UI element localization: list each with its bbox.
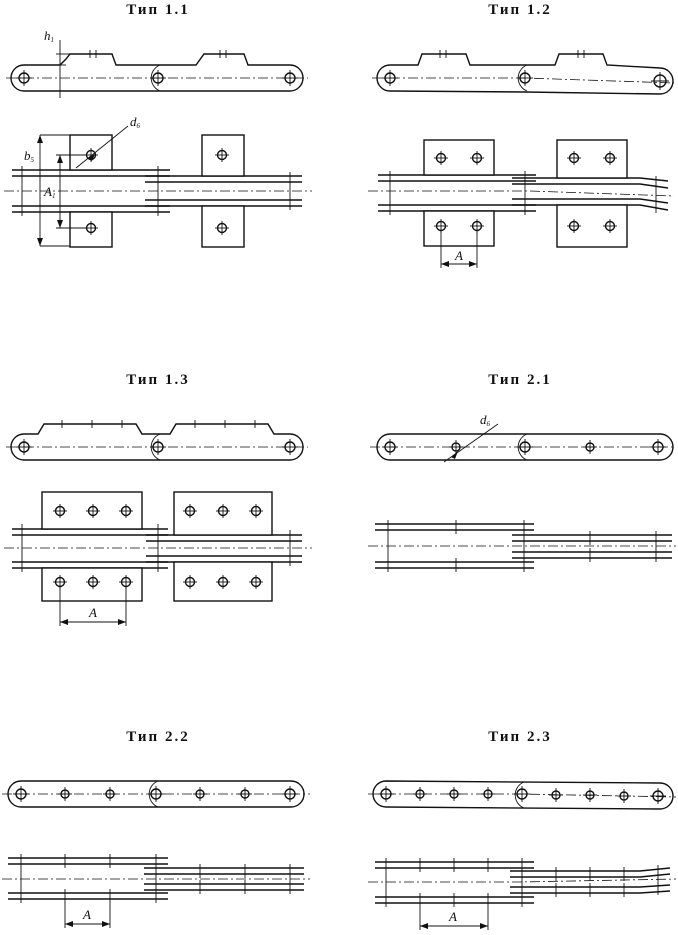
dim-label-a: A [448, 909, 457, 924]
bolt-hole-icon [183, 504, 197, 518]
attachment-plate [41, 491, 143, 530]
dim-label-d6: d6 [480, 412, 491, 428]
title-type-1-2: Тип 1.2 [488, 2, 551, 18]
bolt-hole-icon [86, 504, 100, 518]
bolt-hole-icon [215, 221, 229, 235]
pin-icon [13, 786, 29, 802]
title-type-2-1: Тип 2.1 [488, 372, 551, 388]
bolt-hole-icon [103, 787, 117, 801]
pin-icon [517, 439, 533, 455]
bolt-hole-icon [470, 219, 484, 233]
title-type-1-3: Тип 1.3 [126, 372, 189, 388]
bolt-hole-icon [481, 787, 495, 801]
bolt-hole-icon [249, 575, 263, 589]
pin-icon [650, 439, 666, 455]
dim-label-a: A [454, 248, 463, 263]
dim-label-d6: d6 [130, 114, 141, 130]
type-2-1-side-view: d6 [370, 412, 676, 463]
bolt-hole-icon [549, 788, 563, 802]
bolt-hole-icon [216, 575, 230, 589]
bolt-hole-icon [583, 788, 597, 802]
pin-icon [148, 786, 164, 802]
bolt-hole-icon [449, 440, 463, 454]
type-2-3-side-view [368, 780, 677, 810]
bolt-hole-icon [58, 787, 72, 801]
bolt-hole-icon [84, 221, 98, 235]
bolt-hole-icon [86, 575, 100, 589]
bolt-hole-icon [434, 219, 448, 233]
bolt-hole-icon [470, 151, 484, 165]
type-1-3-top-view: A [4, 491, 312, 626]
type-1-2-top-view: A [368, 139, 675, 268]
bolt-hole-icon [567, 151, 581, 165]
type-2-2-top-view: A [2, 854, 310, 928]
dim-label-h1: h1 [44, 28, 54, 44]
pin-icon [16, 70, 32, 86]
pin-icon [514, 786, 530, 802]
bolt-hole-icon [434, 151, 448, 165]
type-1-1-top-view: b5 A1 d6 [4, 114, 312, 248]
pin-icon [150, 439, 166, 455]
dim-label-a1: A1 [43, 184, 55, 200]
bolt-hole-icon [249, 504, 263, 518]
title-type-2-2: Тип 2.2 [126, 729, 189, 745]
bolt-hole-icon [119, 504, 133, 518]
attachment-plate [556, 139, 628, 179]
pin-icon [382, 439, 398, 455]
bolt-hole-icon [617, 789, 631, 803]
type-1-1-side-view: h1 [6, 28, 308, 98]
attachment-plate [201, 205, 245, 248]
bolt-hole-icon [119, 575, 133, 589]
attachment-plate [41, 567, 143, 602]
title-type-1-1: Тип 1.1 [126, 2, 189, 18]
type-1-2-side-view [372, 50, 675, 95]
bolt-hole-icon [183, 575, 197, 589]
dim-label-a: A [88, 605, 97, 620]
dim-label-b5: b5 [24, 148, 35, 164]
pin-icon [16, 439, 32, 455]
pin-icon [382, 70, 398, 86]
bolt-hole-icon [216, 504, 230, 518]
pin-icon [517, 70, 533, 86]
type-2-2-side-view [2, 780, 310, 808]
pin-icon [282, 439, 298, 455]
type-2-1-top-view [368, 520, 676, 572]
pin-icon [378, 786, 394, 802]
bolt-hole-icon [413, 787, 427, 801]
attachment-plate [69, 134, 113, 171]
bolt-hole-icon [603, 151, 617, 165]
pin-icon [150, 70, 166, 86]
pin-icon [282, 786, 298, 802]
bolt-hole-icon [215, 148, 229, 162]
title-type-2-3: Тип 2.3 [488, 729, 551, 745]
type-1-3-side-view [6, 420, 308, 461]
pin-icon [282, 70, 298, 86]
bolt-hole-icon [53, 575, 67, 589]
pin-icon [650, 788, 666, 804]
bolt-hole-icon [193, 787, 207, 801]
bolt-hole-icon [53, 504, 67, 518]
bolt-hole-icon [583, 440, 597, 454]
attachment-plate [423, 139, 495, 176]
attachment-plate [201, 134, 245, 177]
bolt-hole-icon [603, 219, 617, 233]
bolt-hole-icon [238, 787, 252, 801]
type-2-3-top-view: A [368, 858, 677, 930]
dim-label-a: A [82, 907, 91, 922]
bolt-hole-icon [447, 787, 461, 801]
attachment-plate [423, 210, 495, 247]
pin-icon [651, 72, 669, 90]
bolt-hole-icon [567, 219, 581, 233]
